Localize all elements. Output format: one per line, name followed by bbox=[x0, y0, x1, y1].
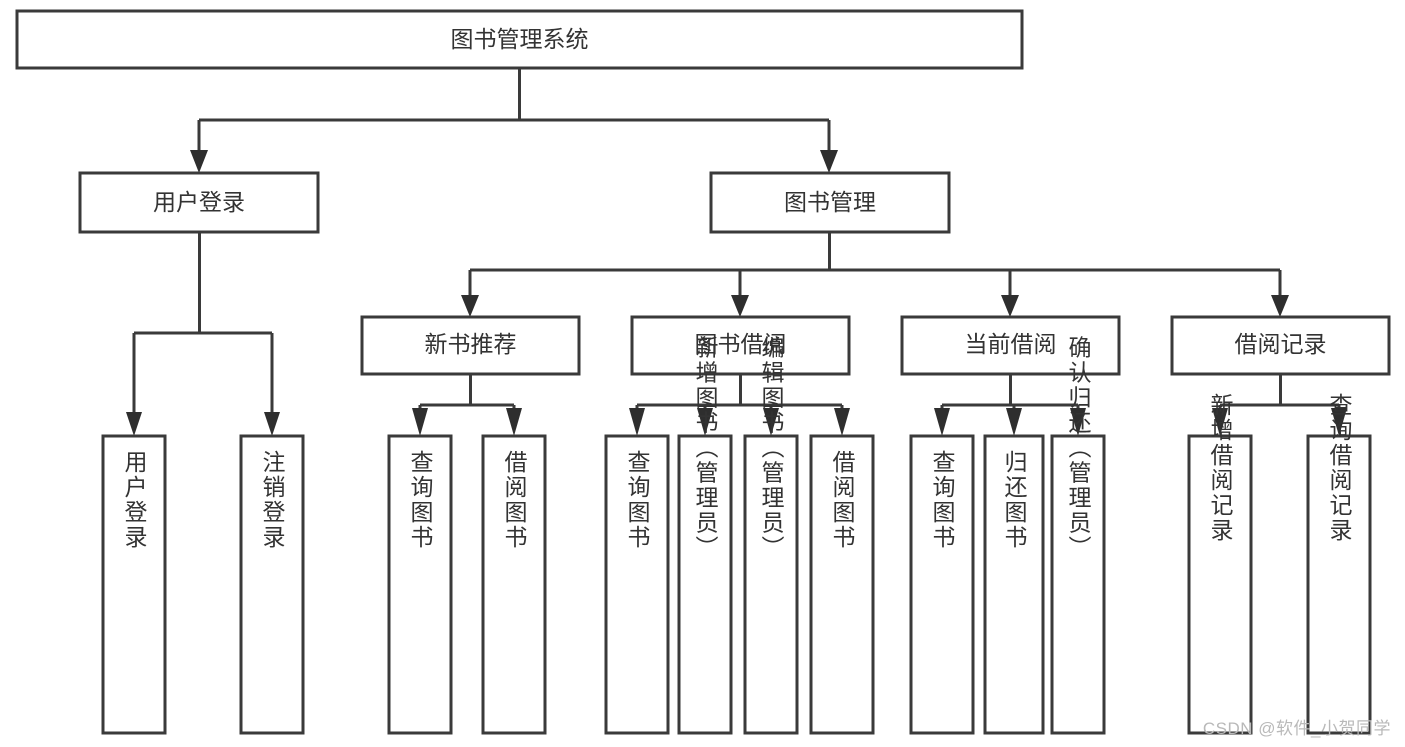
arrow-to-leaf-add-record bbox=[1212, 408, 1228, 436]
root-box[interactable] bbox=[15, 9, 1024, 70]
node-current-borrow[interactable]: 当前借阅 bbox=[900, 315, 1121, 376]
leaf-logout-box[interactable] bbox=[239, 434, 305, 735]
arrow-to-bookborrow bbox=[731, 295, 749, 317]
book-borrow-box[interactable] bbox=[630, 315, 851, 376]
leaf-add-record-box[interactable] bbox=[1187, 434, 1253, 735]
node-leaf-logout[interactable]: 注销登录 bbox=[239, 434, 305, 735]
leaf-return-book-label: 归还图书 bbox=[1001, 450, 1028, 550]
leaf-query-book-2-box[interactable] bbox=[604, 434, 670, 735]
node-leaf-query-book-1[interactable]: 查询图书 bbox=[387, 434, 453, 735]
leaf-user-login-box[interactable] bbox=[101, 434, 167, 735]
arrow-to-currentborrow bbox=[1001, 295, 1019, 317]
leaf-query-record-box[interactable] bbox=[1306, 434, 1372, 735]
arrow-to-leaf-query-book-2 bbox=[629, 408, 645, 436]
arrow-to-leaf-borrow-book-1 bbox=[506, 408, 522, 436]
node-leaf-add-record[interactable]: 新增借阅记录 bbox=[1187, 393, 1253, 735]
node-leaf-add-book[interactable]: 新增图书（管理员） bbox=[677, 336, 733, 735]
leaf-confirm-return-label: 确认归还（管理员） bbox=[1065, 336, 1092, 561]
leaf-logout-label: 注销登录 bbox=[259, 450, 286, 550]
leaf-add-record-label: 新增借阅记录 bbox=[1207, 393, 1234, 543]
arrow-to-newbook bbox=[461, 295, 479, 317]
leaf-edit-book-label: 编辑图书（管理员） bbox=[758, 336, 785, 561]
leaf-query-book-2-label: 查询图书 bbox=[624, 450, 651, 550]
node-leaf-query-record[interactable]: 查询借阅记录 bbox=[1306, 393, 1372, 735]
leaf-borrow-book-2-box[interactable] bbox=[809, 434, 875, 735]
leaf-add-book-label: 新增图书（管理员） bbox=[692, 336, 719, 561]
arrow-to-borrowrecord bbox=[1271, 295, 1289, 317]
leaf-borrow-book-2-label: 借阅图书 bbox=[829, 450, 856, 550]
node-leaf-query-book-3[interactable]: 查询图书 bbox=[909, 434, 975, 735]
leaf-user-login-label: 用户登录 bbox=[121, 450, 148, 550]
node-leaf-return-book[interactable]: 归还图书 bbox=[983, 434, 1045, 735]
new-book-rec-box[interactable] bbox=[360, 315, 581, 376]
leaf-query-book-1-box[interactable] bbox=[387, 434, 453, 735]
node-book-manage[interactable]: 图书管理 bbox=[709, 171, 951, 234]
borrow-record-label: 借阅记录 bbox=[1235, 331, 1327, 357]
arrow-to-leaf-return-book bbox=[1006, 408, 1022, 436]
node-user-login[interactable]: 用户登录 bbox=[78, 171, 320, 234]
arrow-to-leaf-query-record bbox=[1331, 408, 1347, 436]
arrow-to-leaf-confirm-return bbox=[1070, 408, 1086, 436]
arrow-to-book-manage bbox=[820, 150, 838, 173]
arrow-to-leaf-query-book-3 bbox=[934, 408, 950, 436]
book-manage-label: 图书管理 bbox=[784, 189, 876, 215]
leaf-return-book-box[interactable] bbox=[983, 434, 1045, 735]
node-root[interactable]: 图书管理系统 bbox=[15, 9, 1024, 70]
book-manage-box[interactable] bbox=[709, 171, 951, 234]
leaf-edit-book-box[interactable] bbox=[743, 434, 799, 735]
leaf-add-book-box[interactable] bbox=[677, 434, 733, 735]
arrow-to-user-login bbox=[190, 150, 208, 173]
user-login-label: 用户登录 bbox=[153, 189, 245, 215]
leaf-borrow-book-1-label: 借阅图书 bbox=[501, 450, 528, 550]
node-book-borrow[interactable]: 图书借阅 bbox=[630, 315, 851, 376]
arrow-to-leaf-edit-book bbox=[763, 408, 779, 436]
current-borrow-label: 当前借阅 bbox=[965, 331, 1057, 357]
node-leaf-edit-book[interactable]: 编辑图书（管理员） bbox=[743, 336, 799, 735]
arrow-to-leaf-add-book bbox=[697, 408, 713, 436]
node-leaf-user-login[interactable]: 用户登录 bbox=[101, 434, 167, 735]
node-leaf-borrow-book-1[interactable]: 借阅图书 bbox=[481, 434, 547, 735]
leaf-confirm-return-box[interactable] bbox=[1050, 434, 1106, 735]
node-new-book-rec[interactable]: 新书推荐 bbox=[360, 315, 581, 376]
leaf-query-book-3-box[interactable] bbox=[909, 434, 975, 735]
node-leaf-query-book-2[interactable]: 查询图书 bbox=[604, 434, 670, 735]
node-leaf-borrow-book-2[interactable]: 借阅图书 bbox=[809, 434, 875, 735]
user-login-box[interactable] bbox=[78, 171, 320, 234]
leaf-query-book-1-label: 查询图书 bbox=[407, 450, 434, 550]
leaf-query-record-label: 查询借阅记录 bbox=[1326, 393, 1353, 543]
borrow-record-box[interactable] bbox=[1170, 315, 1391, 376]
book-borrow-label: 图书借阅 bbox=[695, 331, 787, 357]
arrow-to-leaf-user-login bbox=[126, 412, 142, 436]
connector-layer bbox=[126, 68, 1347, 436]
new-book-rec-label: 新书推荐 bbox=[425, 331, 517, 357]
node-leaf-confirm-return[interactable]: 确认归还（管理员） bbox=[1050, 336, 1106, 735]
arrow-to-leaf-logout bbox=[264, 412, 280, 436]
leaf-query-book-3-label: 查询图书 bbox=[929, 450, 956, 550]
node-borrow-record[interactable]: 借阅记录 bbox=[1170, 315, 1391, 376]
root-label: 图书管理系统 bbox=[451, 26, 589, 52]
arrow-to-leaf-borrow-book-2 bbox=[834, 408, 850, 436]
watermark-text: CSDN @软件_小贺同学 bbox=[1202, 719, 1391, 738]
leaf-borrow-book-1-box[interactable] bbox=[481, 434, 547, 735]
current-borrow-box[interactable] bbox=[900, 315, 1121, 376]
arrow-to-leaf-query-book-1 bbox=[412, 408, 428, 436]
